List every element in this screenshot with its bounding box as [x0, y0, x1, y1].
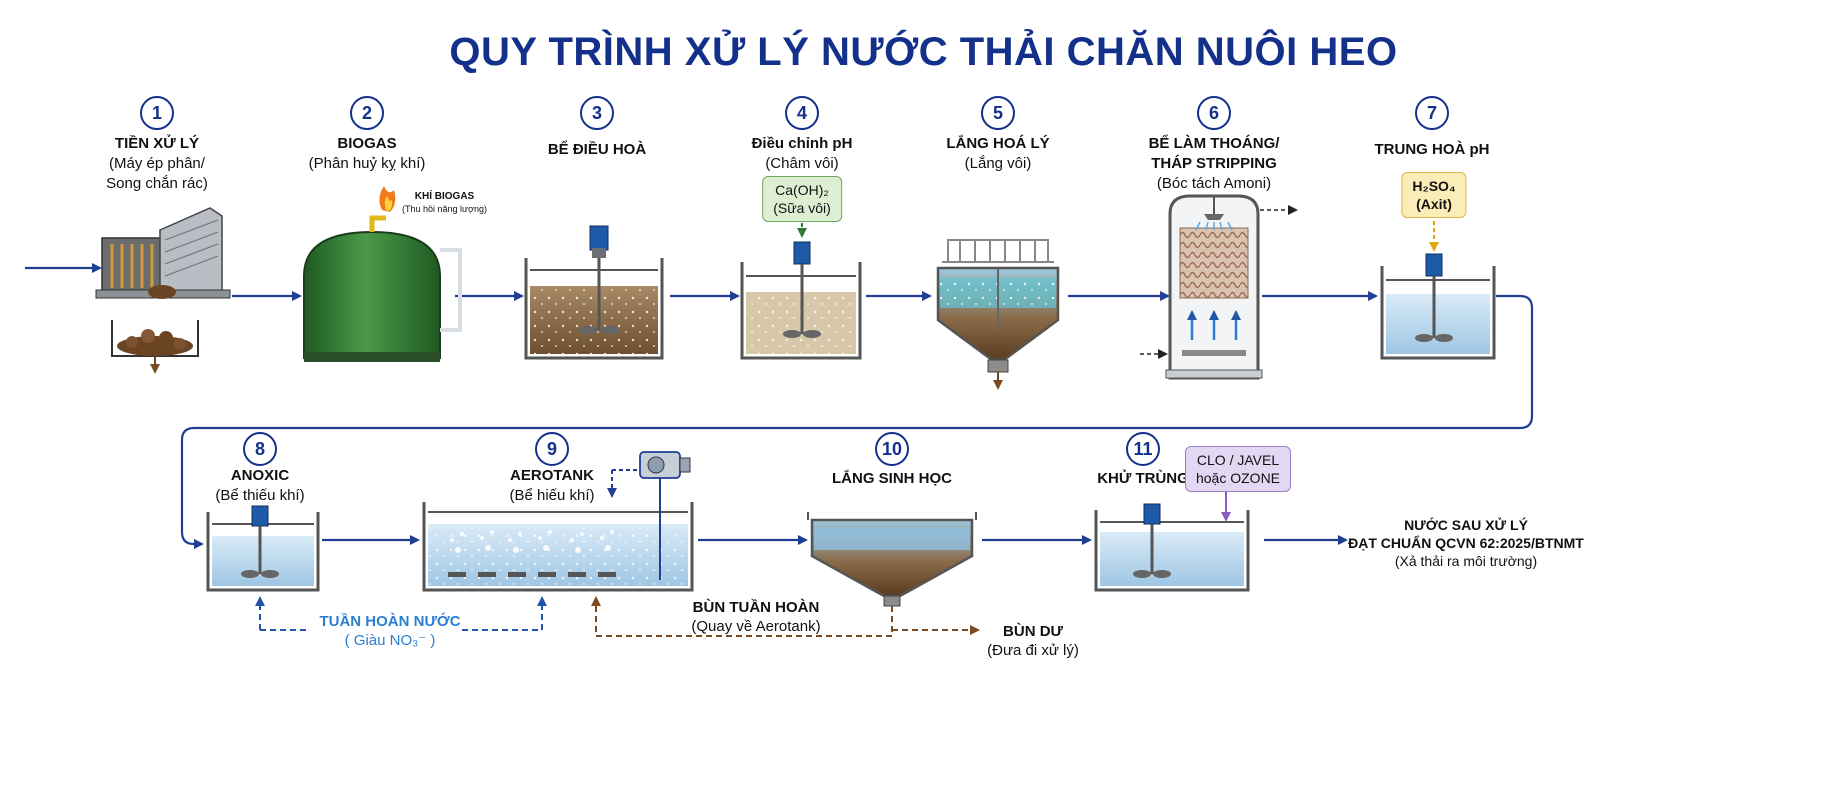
step-title-2: BIOGAS	[337, 135, 397, 152]
excess-sludge-desc: (Đưa đi xử lý)	[987, 642, 1079, 659]
acid-chemical-box: H₂SO₄ (Axit)	[1401, 172, 1467, 218]
step-label-10: LẮNG SINH HỌC	[832, 469, 952, 489]
lime-chemical-desc: (Sữa vôi)	[773, 200, 831, 216]
step-badge-6: 6	[1197, 96, 1231, 130]
step-label-8: ANOXIC (Bể thiếu khí)	[215, 466, 304, 506]
neutralization-tank	[1380, 214, 1496, 360]
step-label-3: BỂ ĐIỀU HOÀ	[548, 140, 646, 160]
lime-chemical-box: Ca(OH)₂ (Sữa vôi)	[762, 176, 842, 222]
equalization-tank	[524, 225, 664, 360]
step-sub2-1: Song chắn rác)	[106, 175, 208, 192]
excess-sludge-label: BÙN DƯ (Đưa đi xử lý)	[987, 622, 1079, 660]
step-badge-9: 9	[535, 432, 569, 466]
sludge-recirculation-line	[591, 596, 980, 637]
connector-row1-row2	[180, 294, 1534, 549]
step-title-7: TRUNG HOÀ pH	[1374, 141, 1490, 158]
step-badge-7: 7	[1415, 96, 1449, 130]
step-badge-11: 11	[1126, 432, 1160, 466]
step-label-5: LẮNG HOÁ LÝ (Lắng vôi)	[946, 134, 1049, 174]
step-title-5: LẮNG HOÁ LÝ	[946, 135, 1050, 152]
step-sub1-6: THÁP STRIPPING	[1151, 155, 1277, 172]
output-line3: (Xả thải ra môi trường)	[1394, 553, 1538, 569]
sludge-recirculation-title: BÙN TUẦN HOÀN	[692, 599, 820, 616]
step-badge-1: 1	[140, 96, 174, 130]
step-title-4: Điều chỉnh pH	[751, 135, 853, 152]
ph-adjust-tank	[740, 216, 862, 360]
disinfection-tank	[1094, 482, 1250, 592]
step-label-11: KHỬ TRÙNG	[1097, 469, 1189, 489]
chemical-clarifier	[936, 239, 1060, 390]
disinfectant-line1: CLO / JAVEL	[1196, 452, 1280, 468]
anoxic-tank	[206, 505, 320, 592]
disinfectant-box: CLO / JAVEL hoặc OZONE	[1184, 446, 1292, 492]
screw-press-equipment	[95, 207, 231, 299]
excess-sludge-title: BÙN DƯ	[1003, 623, 1063, 640]
step-label-1: TIỀN XỬ LÝ (Máy ép phân/ Song chắn rác)	[106, 134, 208, 194]
step-title-11: KHỬ TRÙNG	[1097, 470, 1189, 487]
step-sub1-1: (Máy ép phân/	[109, 155, 205, 172]
step-sub2-6: (Bóc tách Amoni)	[1156, 175, 1272, 192]
step-badge-8: 8	[243, 432, 277, 466]
step-title-6: BỂ LÀM THOÁNG/	[1148, 135, 1280, 152]
water-recirculation-label: TUẦN HOÀN NƯỚC ( Giàu NO₃⁻ )	[319, 612, 460, 650]
step-label-7: TRUNG HOÀ pH	[1375, 140, 1490, 160]
step-title-3: BỂ ĐIỀU HOÀ	[547, 141, 647, 158]
secondary-clarifier	[807, 512, 977, 607]
page-title: QUY TRÌNH XỬ LÝ NƯỚC THẢI CHĂN NUÔI HEO	[449, 30, 1398, 74]
treated-water-output: NƯỚC SAU XỬ LÝ ĐẠT CHUẨN QCVN 62:2025/BT…	[1348, 516, 1584, 570]
stripping-tower	[1140, 194, 1298, 380]
step-label-9: AEROTANK (Bể hiếu khí)	[509, 466, 594, 506]
acid-chemical-name: H₂SO₄	[1412, 178, 1456, 194]
biogas-digester	[303, 186, 462, 362]
water-recirculation-desc: ( Giàu NO₃⁻ )	[344, 632, 436, 649]
sludge-recirculation-desc: (Quay về Aerotank)	[691, 618, 821, 635]
water-recirculation-title: TUẦN HOÀN NƯỚC	[319, 613, 461, 630]
step-sub1-2: (Phân huỷ kỵ khí)	[308, 155, 426, 172]
biogas-gas-line1: KHÍ BIOGAS	[414, 191, 475, 202]
lime-chemical-name: Ca(OH)₂	[775, 182, 829, 198]
step-badge-4: 4	[785, 96, 819, 130]
biogas-gas-line2: (Thu hồi năng lượng)	[402, 204, 487, 214]
main-flow-row1	[25, 263, 1534, 549]
step-sub1-4: (Châm vôi)	[765, 155, 839, 172]
step-label-6: BỂ LÀM THOÁNG/ THÁP STRIPPING (Bóc tách …	[1149, 134, 1280, 194]
air-blower	[639, 451, 691, 479]
step-sub1-8: (Bể thiếu khí)	[215, 487, 305, 504]
step-title-8: ANOXIC	[230, 467, 290, 484]
step-badge-5: 5	[981, 96, 1015, 130]
aerotank	[422, 469, 694, 592]
step-badge-3: 3	[580, 96, 614, 130]
step-badge-10: 10	[875, 432, 909, 466]
step-label-4: Điều chỉnh pH (Châm vôi)	[752, 134, 853, 174]
disinfectant-line2: hoặc OZONE	[1195, 470, 1281, 486]
step-sub1-5: (Lắng vôi)	[964, 155, 1032, 172]
step-title-1: TIỀN XỬ LÝ	[114, 135, 200, 152]
step-sub1-9: (Bể hiếu khí)	[509, 487, 595, 504]
step-title-10: LẮNG SINH HỌC	[832, 470, 952, 487]
solid-waste-bin	[111, 320, 199, 374]
step-label-2: BIOGAS (Phân huỷ kỵ khí)	[309, 134, 426, 174]
biogas-gas-label: KHÍ BIOGAS (Thu hồi năng lượng)	[402, 190, 487, 216]
output-line1: NƯỚC SAU XỬ LÝ	[1404, 517, 1528, 533]
step-title-9: AEROTANK	[510, 467, 594, 484]
water-recirculation-line	[255, 596, 547, 631]
output-line2: ĐẠT CHUẨN QCVN 62:2025/BTNMT	[1348, 535, 1584, 551]
acid-chemical-desc: (Axit)	[1416, 196, 1452, 212]
step-badge-2: 2	[350, 96, 384, 130]
sludge-recirculation-label: BÙN TUẦN HOÀN (Quay về Aerotank)	[691, 598, 820, 636]
